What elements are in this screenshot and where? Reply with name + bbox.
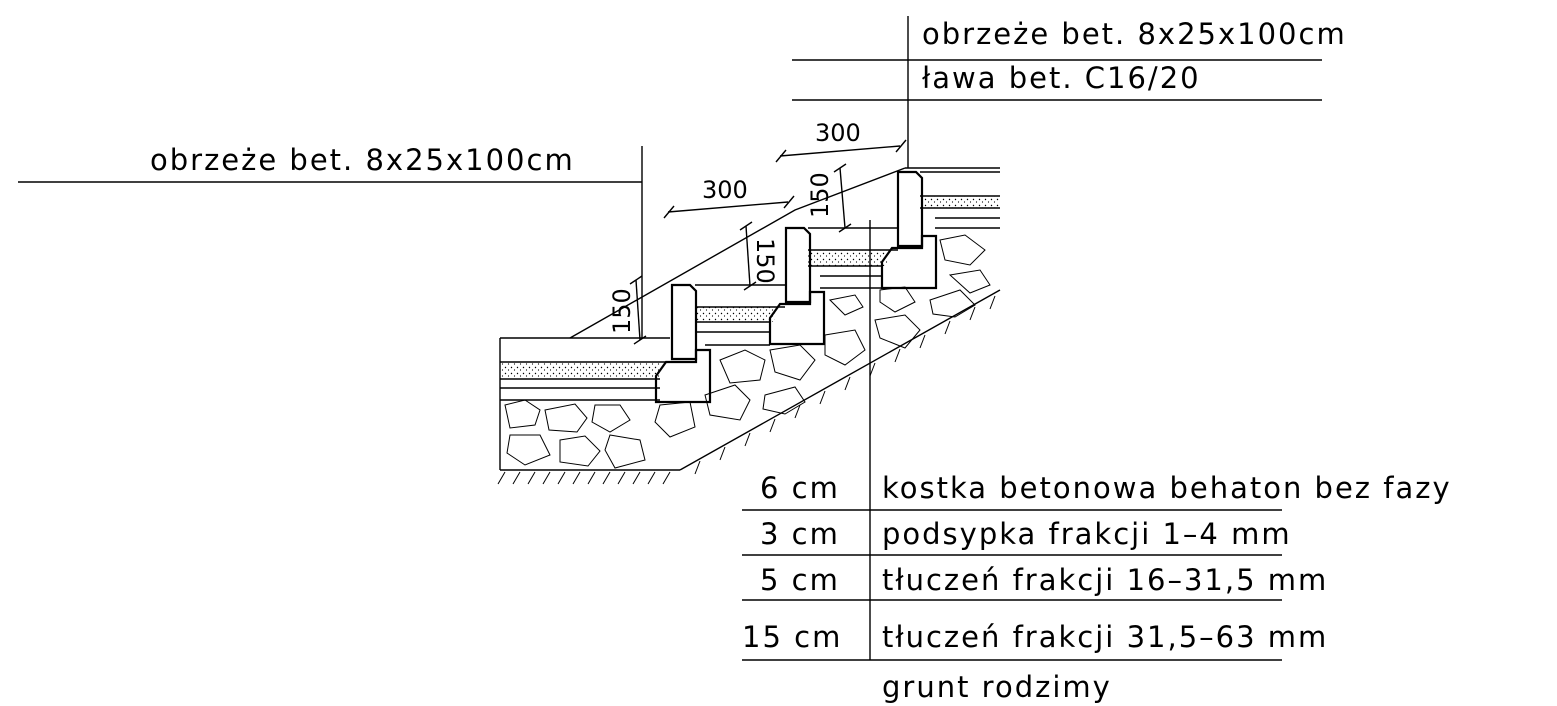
dimension-riser-left: 150 bbox=[608, 275, 647, 345]
step-lower bbox=[499, 337, 670, 401]
svg-text:300: 300 bbox=[702, 176, 748, 204]
callout-top: obrzeże bet. 8x25x100cm ława bet. C16/20 bbox=[792, 16, 1347, 168]
layer-1-description: kostka betonowa behaton bez fazy bbox=[882, 471, 1452, 505]
step-middle bbox=[695, 284, 785, 346]
curb-middle bbox=[768, 226, 826, 346]
svg-text:150: 150 bbox=[608, 288, 636, 334]
subgrade-label: grunt rodzimy bbox=[882, 670, 1112, 704]
crushed-stone-fill bbox=[499, 234, 991, 470]
svg-text:300: 300 bbox=[815, 119, 861, 147]
callout-top-curb-label: obrzeże bet. 8x25x100cm bbox=[922, 17, 1347, 51]
dimension-tread-lower: 300 bbox=[663, 176, 795, 219]
dimension-riser-middle: 150 bbox=[739, 221, 779, 291]
step-upper bbox=[808, 227, 898, 289]
callout-left-curb-label: obrzeże bet. 8x25x100cm bbox=[150, 143, 575, 177]
callout-left: obrzeże bet. 8x25x100cm bbox=[18, 143, 643, 338]
layer-2-description: podsypka frakcji 1–4 mm bbox=[882, 517, 1292, 551]
landing-top bbox=[905, 167, 1000, 229]
curb-lower bbox=[654, 283, 712, 404]
layer-1-thickness: 6 cm bbox=[760, 471, 840, 505]
layer-2-thickness: 3 cm bbox=[760, 517, 840, 551]
svg-text:150: 150 bbox=[806, 172, 834, 218]
layer-4-description: tłuczeń frakcji 31,5–63 mm bbox=[882, 620, 1328, 654]
callout-top-bench-label: ława bet. C16/20 bbox=[922, 61, 1201, 95]
curb-upper bbox=[880, 170, 938, 290]
layer-4-thickness: 15 cm bbox=[742, 620, 842, 654]
layer-table: 6 cm kostka betonowa behaton bez fazy 3 … bbox=[742, 220, 1452, 704]
layer-3-description: tłuczeń frakcji 16–31,5 mm bbox=[882, 563, 1328, 597]
dimension-riser-right: 150 bbox=[806, 163, 852, 233]
dimension-tread-upper: 300 bbox=[775, 119, 907, 163]
svg-text:150: 150 bbox=[751, 238, 779, 284]
slope-line bbox=[569, 167, 906, 339]
layer-3-thickness: 5 cm bbox=[760, 563, 840, 597]
ground-hatch bbox=[497, 289, 1001, 485]
